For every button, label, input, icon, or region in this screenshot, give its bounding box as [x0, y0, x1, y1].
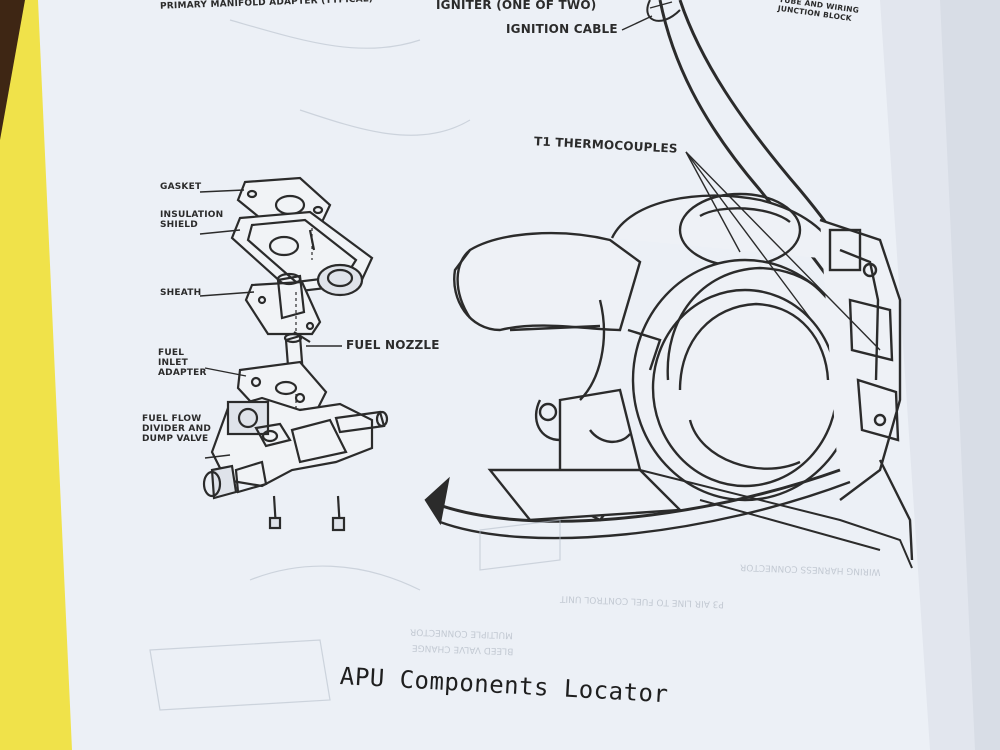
label-fuel-inlet-adapter: FUEL INLET ADAPTER [158, 348, 207, 378]
label-fuel-flow-divider: FUEL FLOW DIVIDER AND DUMP VALVE [142, 414, 211, 444]
label-ignition-cable: IGNITION CABLE [506, 22, 618, 36]
label-gasket: GASKET [160, 182, 202, 192]
apu-engine-drawing [424, 0, 914, 569]
label-fuel-nozzle: FUEL NOZZLE [346, 338, 440, 352]
table-corner [0, 0, 25, 140]
label-igniter: IGNITER (ONE OF TWO) [436, 0, 597, 12]
bleed-through-drawing [149, 19, 561, 711]
label-sheath: SHEATH [160, 288, 202, 298]
label-insulation-shield: INSULATION SHIELD [160, 210, 224, 230]
nozzle-assembly-drawing [199, 176, 389, 532]
page-edge-shade [940, 0, 1000, 750]
